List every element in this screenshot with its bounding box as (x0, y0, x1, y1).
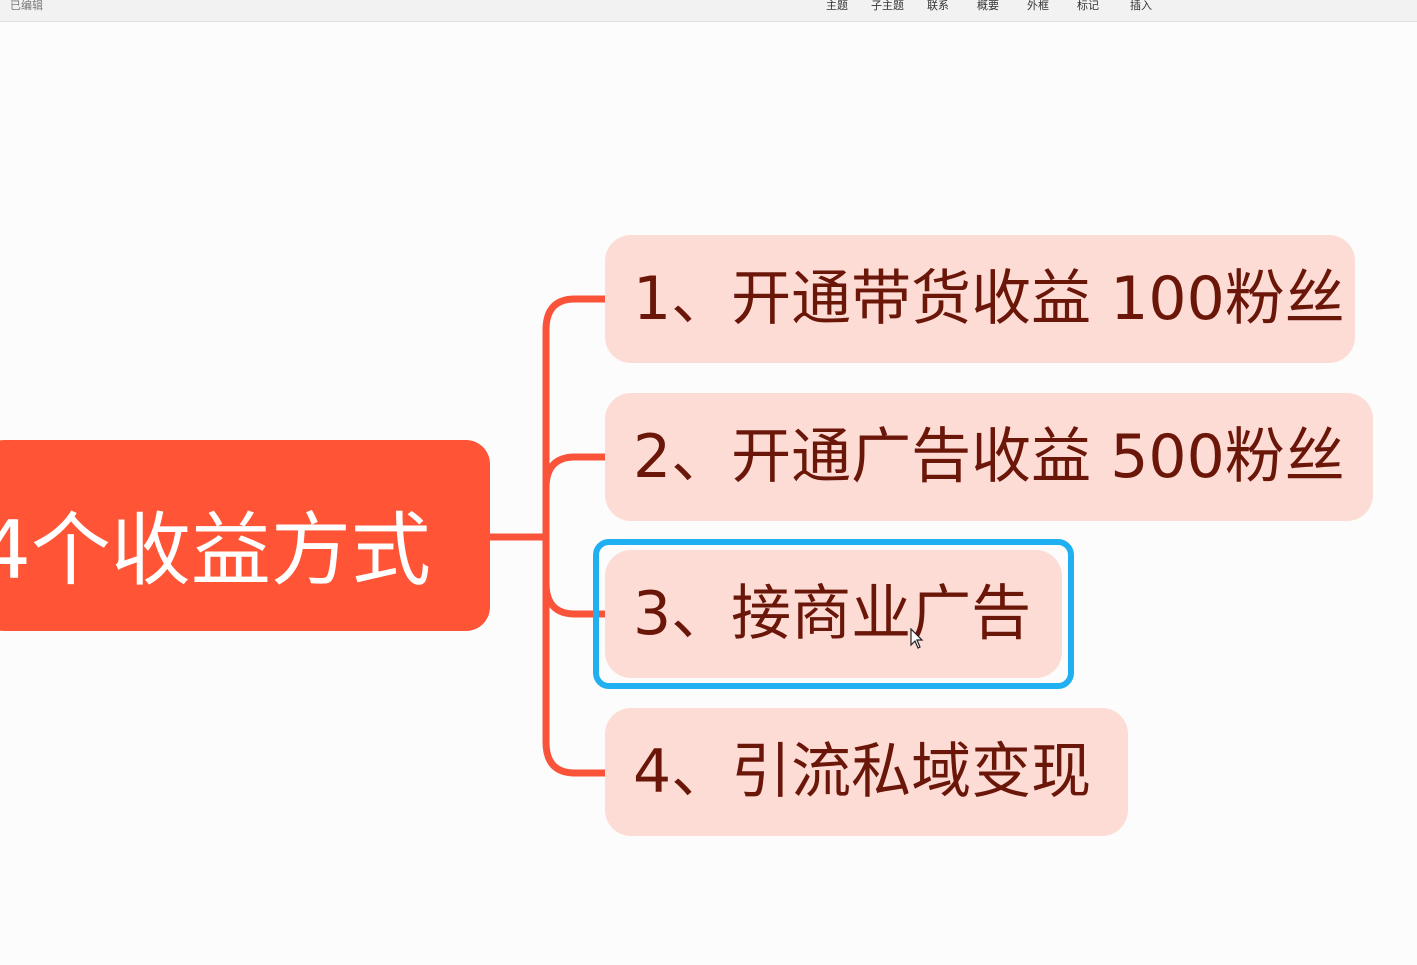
subtopic-4[interactable]: 4、引流私域变现 (605, 708, 1128, 836)
root-topic[interactable]: 4个收益方式 (0, 440, 490, 631)
mouse-cursor-icon (910, 628, 924, 649)
root-topic-label: 4个收益方式 (0, 504, 431, 597)
selection-outline (593, 539, 1074, 689)
boundary-button[interactable]: 外框 (1027, 0, 1049, 12)
subtopic-label: 2、开通广告收益 500粉丝 (633, 422, 1345, 492)
marker-button[interactable]: 标记 (1077, 0, 1099, 12)
subtopic-label: 1、开通带货收益 100粉丝 (633, 264, 1345, 334)
toolbar: 已编辑 主题 子主题 联系 概要 外框 标记 插入 (0, 0, 1417, 22)
subtopic-3[interactable]: 3、接商业广告 (605, 550, 1062, 678)
subtopic-2[interactable]: 2、开通广告收益 500粉丝 (605, 393, 1373, 521)
subtopic-button[interactable]: 子主题 (871, 0, 904, 12)
summary-button[interactable]: 概要 (977, 0, 999, 12)
insert-button[interactable]: 插入 (1130, 0, 1152, 12)
subtopic-label: 3、接商业广告 (633, 579, 1032, 649)
relationship-button[interactable]: 联系 (927, 0, 949, 12)
edit-status: 已编辑 (10, 0, 43, 12)
subtopic-label: 4、引流私域变现 (633, 737, 1092, 807)
subtopic-1[interactable]: 1、开通带货收益 100粉丝 (605, 235, 1355, 363)
topic-button[interactable]: 主题 (826, 0, 848, 12)
